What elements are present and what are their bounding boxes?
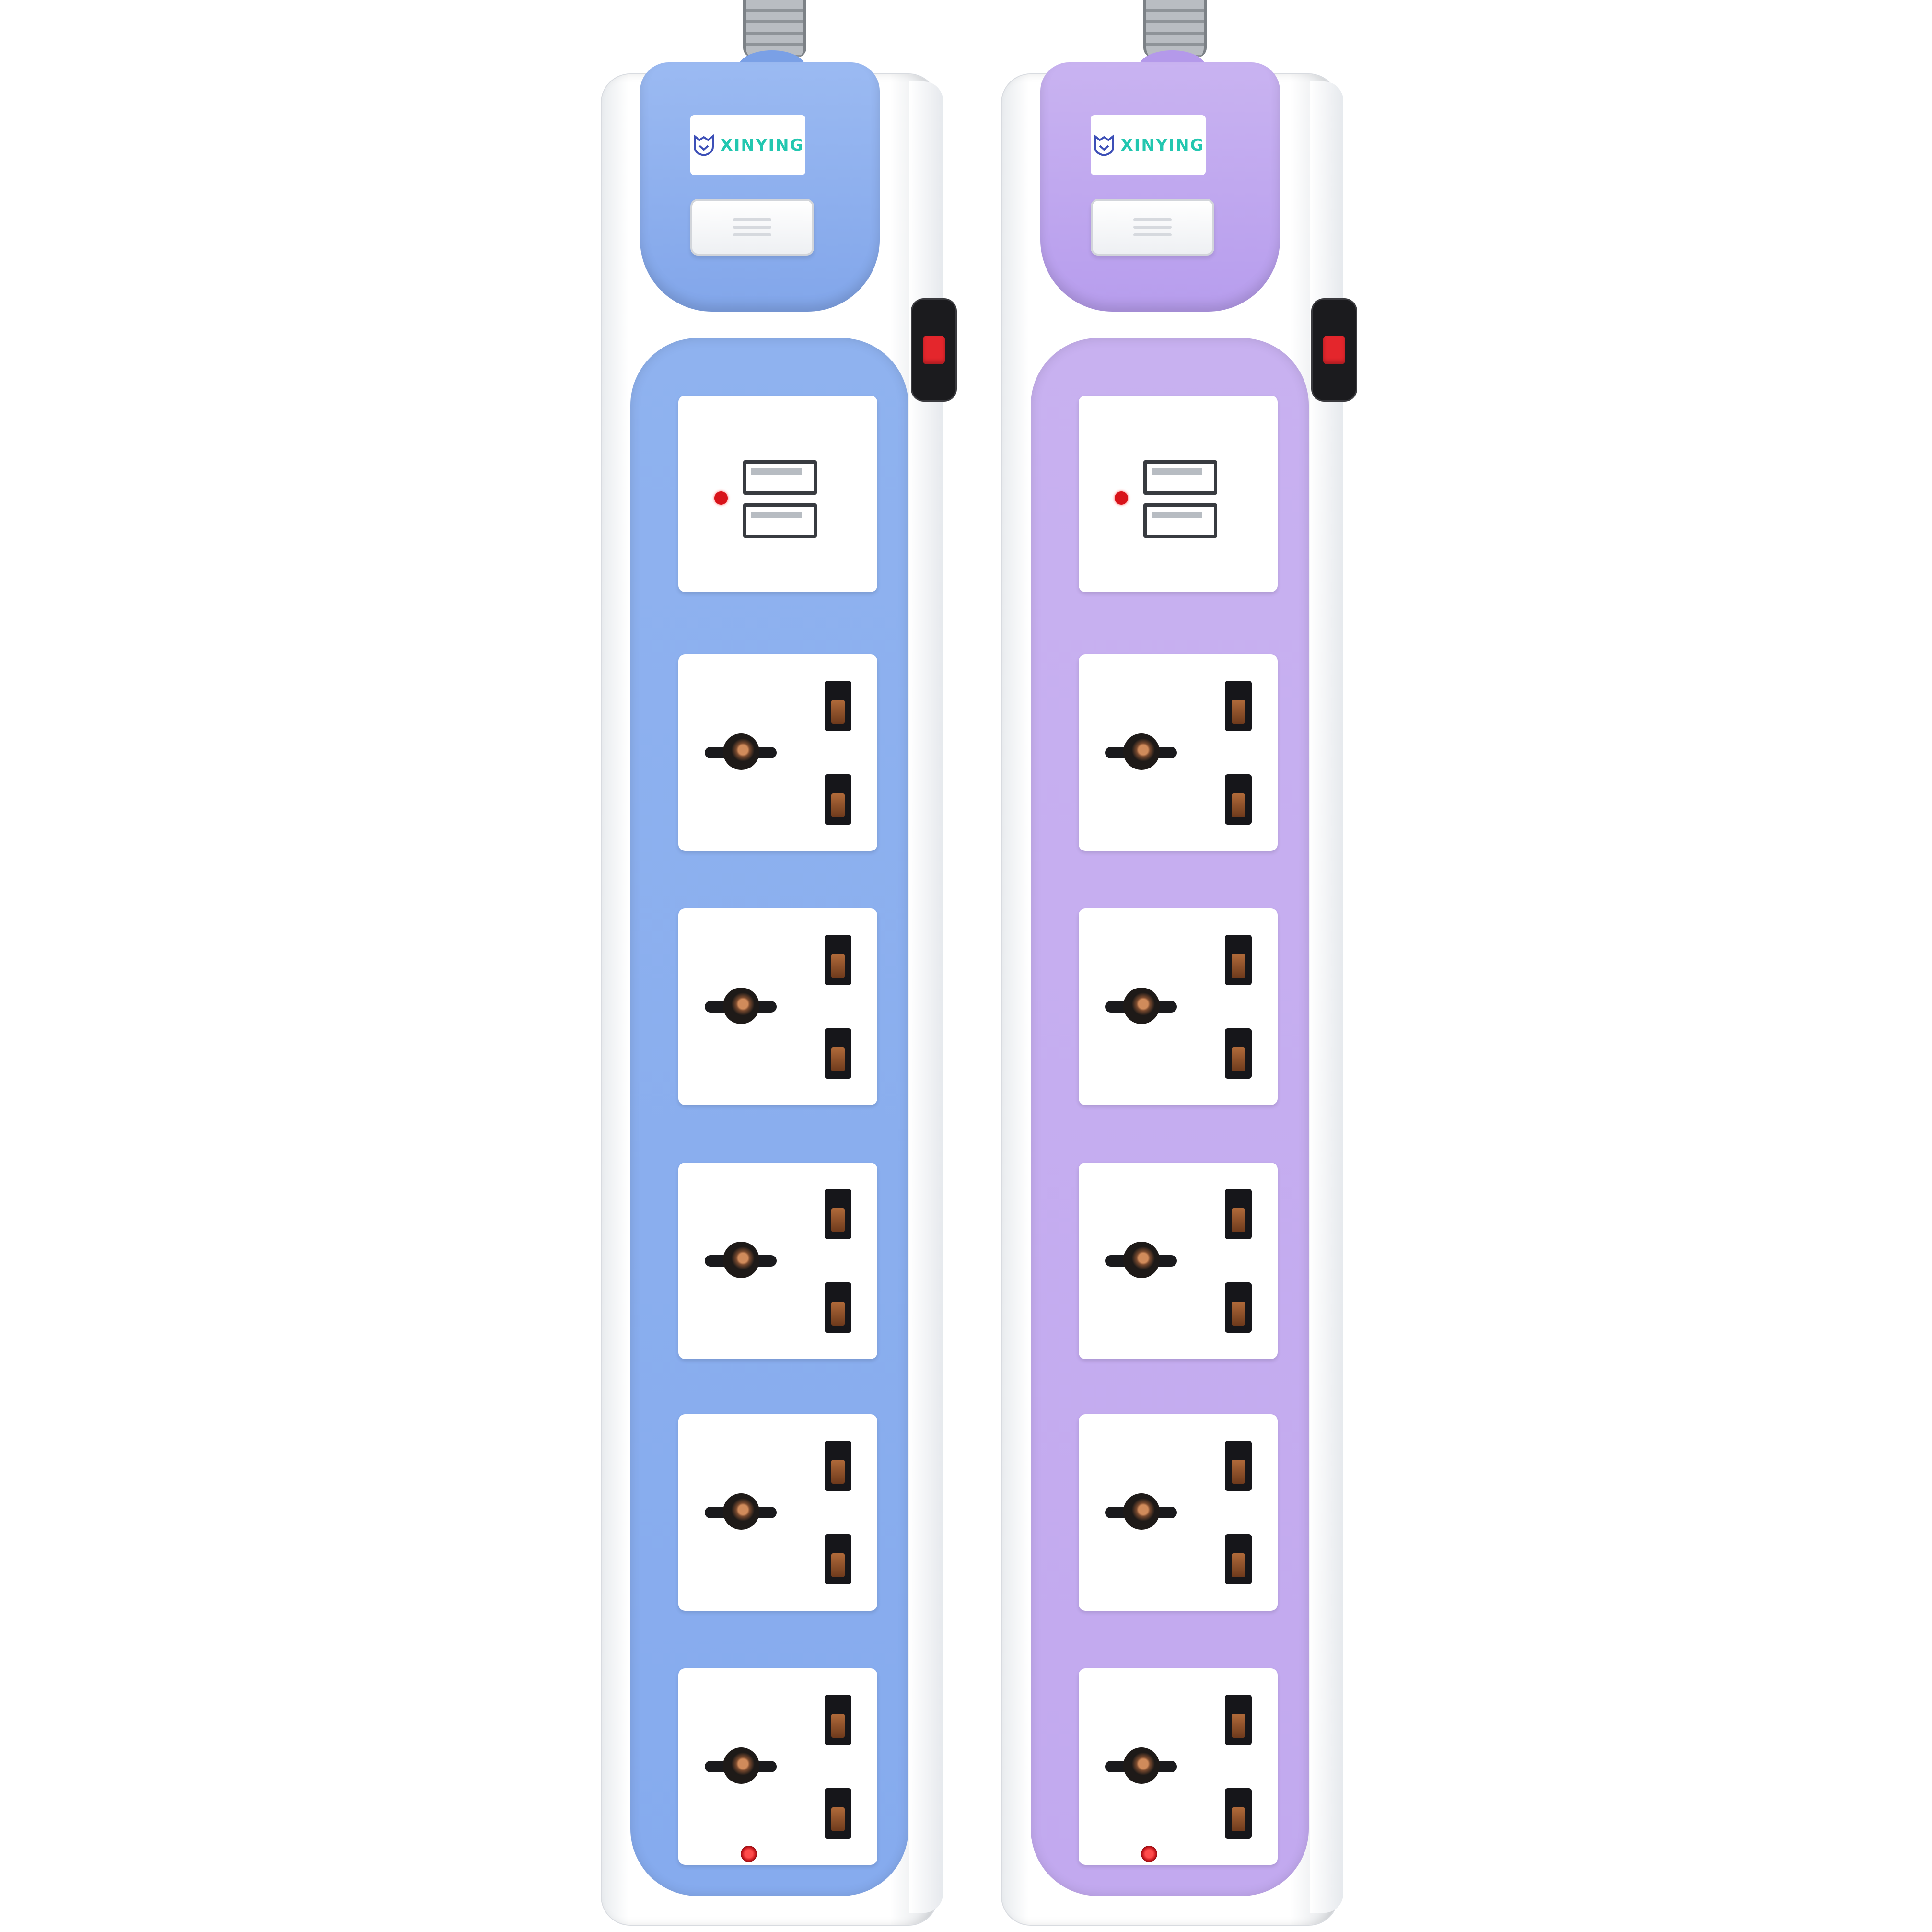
shield-fox-icon <box>1094 134 1114 156</box>
top-cap <box>1040 62 1280 312</box>
usb-port-icon[interactable] <box>1143 503 1217 538</box>
overload-reset-button[interactable] <box>690 199 814 256</box>
earth-hole <box>705 1242 777 1280</box>
pin-slot <box>825 1695 851 1745</box>
pin-slot <box>825 1441 851 1491</box>
pin-slot <box>1225 935 1252 985</box>
usb-port-icon[interactable] <box>743 503 817 538</box>
usb-port-icon[interactable] <box>1143 460 1217 495</box>
pin-slot <box>1225 1534 1252 1584</box>
pin-slot <box>825 1028 851 1079</box>
brand-name: XINYING <box>1120 135 1205 155</box>
brand-logo: XINYING <box>1091 115 1206 175</box>
brand-name: XINYING <box>720 135 804 155</box>
universal-outlet[interactable] <box>1079 908 1278 1105</box>
switch-indicator <box>923 336 945 364</box>
pin-slot <box>1225 1282 1252 1333</box>
indicator-led-icon <box>1115 491 1128 505</box>
pin-slot <box>825 1282 851 1333</box>
pin-slot <box>1225 1441 1252 1491</box>
universal-outlet[interactable] <box>678 1163 877 1359</box>
outlet-panel <box>630 338 908 1896</box>
earth-hole <box>1105 988 1177 1026</box>
pin-slot <box>825 1534 851 1584</box>
universal-outlet[interactable] <box>1079 1414 1278 1611</box>
pin-slot <box>825 1189 851 1239</box>
universal-outlet[interactable] <box>678 654 877 851</box>
rocker-switch-icon[interactable] <box>1313 300 1356 400</box>
pin-slot <box>825 1788 851 1839</box>
pin-slot <box>1225 1695 1252 1745</box>
indicator-led-icon <box>1141 1846 1157 1862</box>
outlet-panel <box>1031 338 1309 1896</box>
indicator-led-icon <box>714 491 728 505</box>
pin-slot <box>825 774 851 825</box>
earth-hole <box>1105 1747 1177 1786</box>
usb-module <box>1079 396 1278 592</box>
top-cap <box>640 62 880 312</box>
earth-hole <box>705 988 777 1026</box>
earth-hole <box>1105 1242 1177 1280</box>
power-cord <box>743 0 806 58</box>
earth-hole <box>1105 1493 1177 1532</box>
earth-hole <box>705 1747 777 1786</box>
brand-logo: XINYING <box>690 115 805 175</box>
pin-slot <box>1225 681 1252 731</box>
pin-slot <box>1225 1788 1252 1839</box>
pin-slot <box>825 681 851 731</box>
universal-outlet[interactable] <box>678 1668 877 1865</box>
power-strip-blue: XINYING <box>602 0 955 1932</box>
universal-outlet[interactable] <box>1079 1668 1278 1865</box>
earth-hole <box>705 733 777 772</box>
pin-slot <box>1225 1028 1252 1079</box>
universal-outlet[interactable] <box>1079 654 1278 851</box>
indicator-led-icon <box>741 1846 757 1862</box>
universal-outlet[interactable] <box>678 908 877 1105</box>
shield-fox-icon <box>693 134 714 156</box>
usb-module <box>678 396 877 592</box>
earth-hole <box>1105 733 1177 772</box>
rocker-switch-icon[interactable] <box>912 300 955 400</box>
pin-slot <box>1225 1189 1252 1239</box>
switch-indicator <box>1323 336 1345 364</box>
overload-reset-button[interactable] <box>1091 199 1214 256</box>
pin-slot <box>825 935 851 985</box>
universal-outlet[interactable] <box>1079 1163 1278 1359</box>
power-strip-purple: XINYING <box>1002 0 1356 1932</box>
usb-port-icon[interactable] <box>743 460 817 495</box>
earth-hole <box>705 1493 777 1532</box>
universal-outlet[interactable] <box>678 1414 877 1611</box>
power-cord <box>1143 0 1207 58</box>
pin-slot <box>1225 774 1252 825</box>
